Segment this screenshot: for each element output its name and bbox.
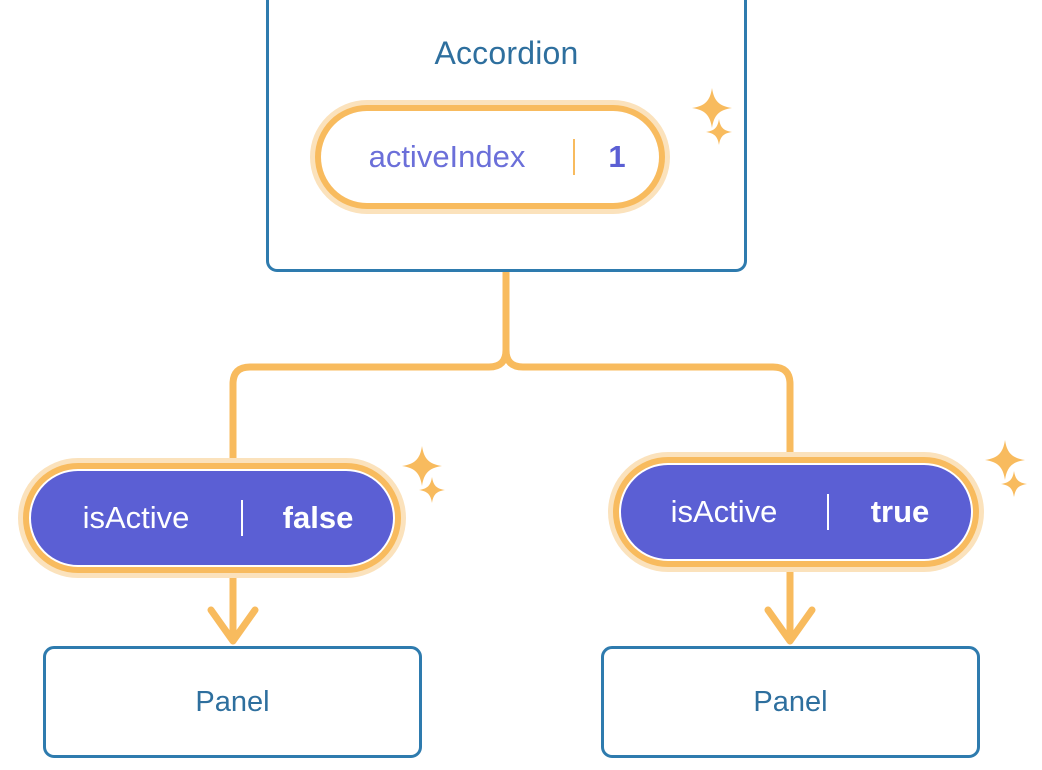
state-pill-key: isActive <box>670 494 778 529</box>
pill-body: isActive true <box>619 463 973 561</box>
pill-inner-ring: isActive false <box>23 463 401 573</box>
sparkle-icon <box>706 119 732 145</box>
sparkle-icon <box>402 446 442 486</box>
sparkle-icon <box>692 88 732 128</box>
state-pill-is-active-right[interactable]: isActive true <box>608 452 984 572</box>
panel-card-right[interactable]: Panel <box>601 646 980 758</box>
pill-outer-ring: isActive false <box>18 458 406 578</box>
pill-inner-ring: isActive true <box>613 457 979 567</box>
pill-outer-ring: isActive true <box>608 452 984 572</box>
pill-body: activeIndex 1 <box>321 111 659 203</box>
sparkle-icon <box>1001 471 1027 497</box>
state-pill-is-active-left[interactable]: isActive false <box>18 458 406 578</box>
state-pill-key: isActive <box>82 500 190 535</box>
sparkle-icon <box>985 440 1025 480</box>
pill-outer-ring: activeIndex 1 <box>310 100 670 214</box>
state-pill-value: false <box>241 500 393 536</box>
panel-card-left[interactable]: Panel <box>43 646 422 758</box>
pill-body: isActive false <box>29 469 395 567</box>
state-pill-value: 1 <box>573 139 659 175</box>
state-pill-key: activeIndex <box>368 139 526 174</box>
panel-title: Panel <box>753 685 828 718</box>
pill-inner-ring: activeIndex 1 <box>315 105 665 209</box>
sparkle-icon <box>419 477 445 503</box>
state-pill-active-index[interactable]: activeIndex 1 <box>310 100 670 214</box>
panel-title: Panel <box>195 685 270 718</box>
state-pill-value: true <box>827 494 971 530</box>
accordion-title: Accordion <box>434 35 579 71</box>
